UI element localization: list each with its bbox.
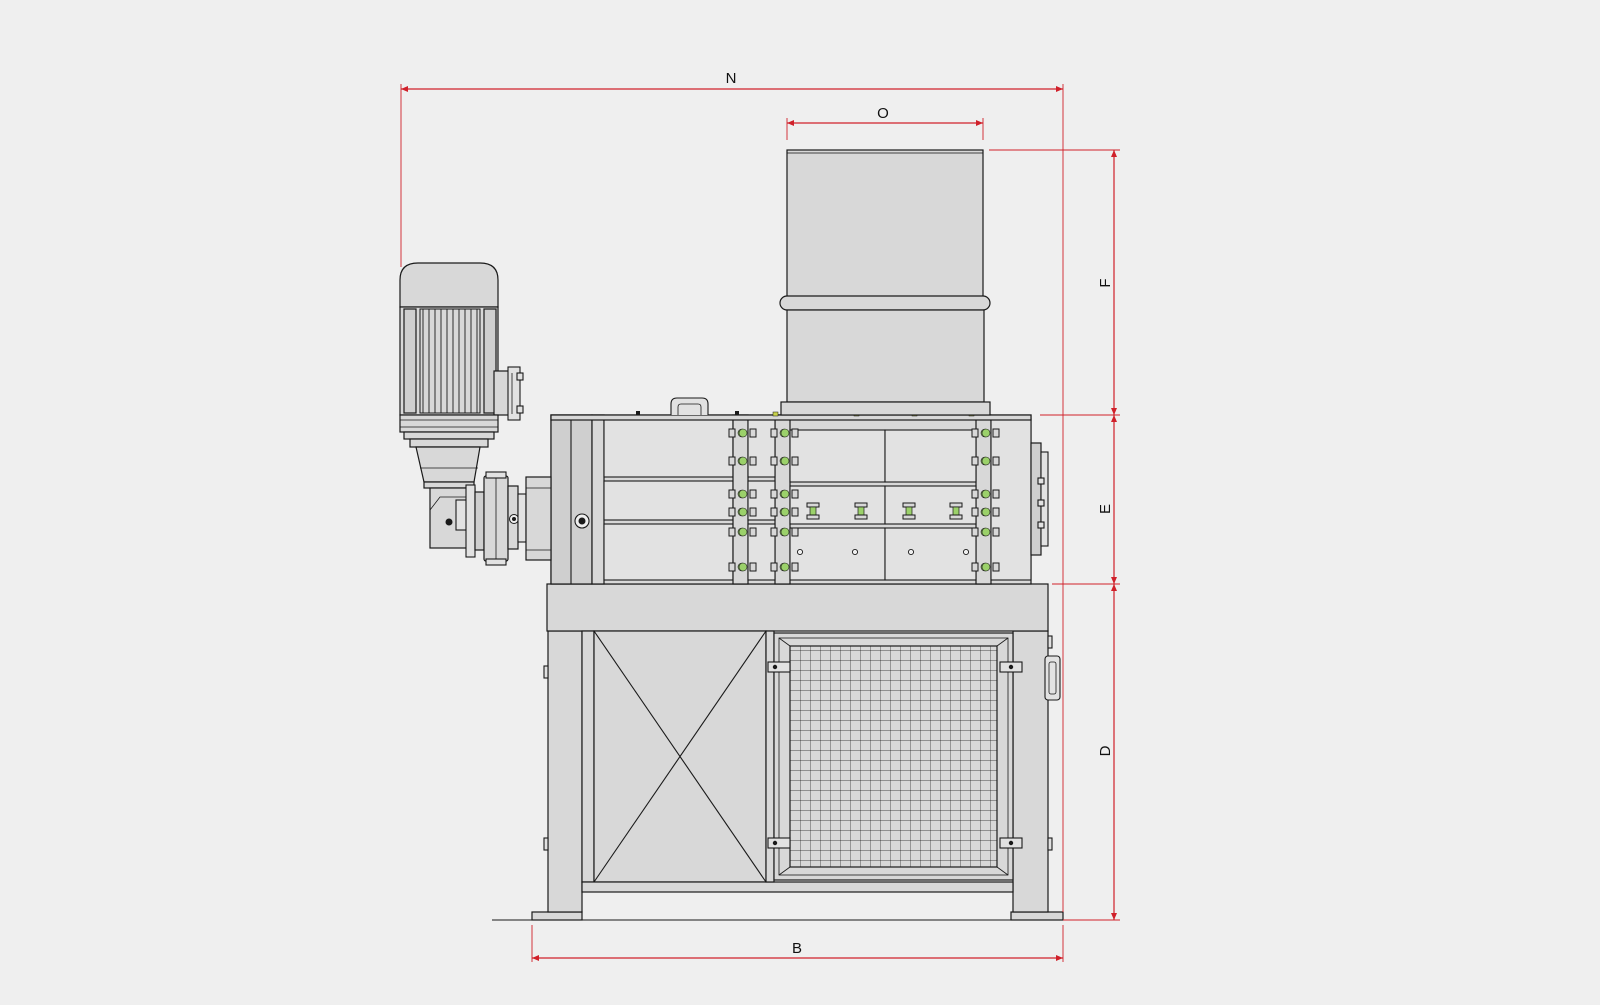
bolt xyxy=(738,428,757,438)
hopper xyxy=(779,149,991,416)
foot-left xyxy=(531,911,583,921)
hopper-lower xyxy=(786,309,985,403)
bolt xyxy=(780,507,799,517)
foot-right xyxy=(1010,911,1064,921)
bolt xyxy=(981,456,1000,466)
spacer xyxy=(806,502,820,520)
bolt xyxy=(981,527,1000,537)
motor-fan-cover xyxy=(399,262,499,308)
bolt xyxy=(780,489,799,499)
leg-left xyxy=(547,630,583,913)
bolt xyxy=(981,428,1000,438)
label-O: O xyxy=(877,105,889,122)
frame-top-plate xyxy=(546,583,1049,632)
bolt xyxy=(780,428,799,438)
bolt xyxy=(981,507,1000,517)
bolt-hole xyxy=(851,548,859,556)
chamber-bolts xyxy=(728,428,1000,572)
bolt xyxy=(981,489,1000,499)
mesh-screen xyxy=(789,645,998,868)
bolt xyxy=(780,562,799,572)
label-N: N xyxy=(726,70,737,87)
spacer xyxy=(854,502,868,520)
electric-motor xyxy=(399,262,524,489)
bolt xyxy=(981,562,1000,572)
bolt xyxy=(738,456,757,466)
cutting-chamber xyxy=(550,397,1049,585)
leg-right xyxy=(1012,630,1049,913)
shaft-spacers xyxy=(806,502,963,520)
base-frame xyxy=(531,583,1064,921)
coupling-housing xyxy=(525,476,552,561)
label-D: D xyxy=(1097,745,1114,756)
bolt xyxy=(738,562,757,572)
label-B: B xyxy=(792,940,802,957)
gearbox xyxy=(429,471,552,566)
bolt-hole xyxy=(796,548,804,556)
bolt xyxy=(738,527,757,537)
bolt xyxy=(738,489,757,499)
bolt xyxy=(780,456,799,466)
dimension-lines xyxy=(400,84,1120,962)
label-F: F xyxy=(1097,278,1114,287)
spacer xyxy=(949,502,963,520)
chamber-holes xyxy=(796,548,970,556)
bolt-hole xyxy=(962,548,970,556)
hopper-upper xyxy=(786,149,984,298)
spacer xyxy=(902,502,916,520)
label-E: E xyxy=(1097,504,1114,514)
hopper-flange xyxy=(779,295,991,311)
bolt xyxy=(780,527,799,537)
bolt-hole xyxy=(907,548,915,556)
bolt xyxy=(738,507,757,517)
